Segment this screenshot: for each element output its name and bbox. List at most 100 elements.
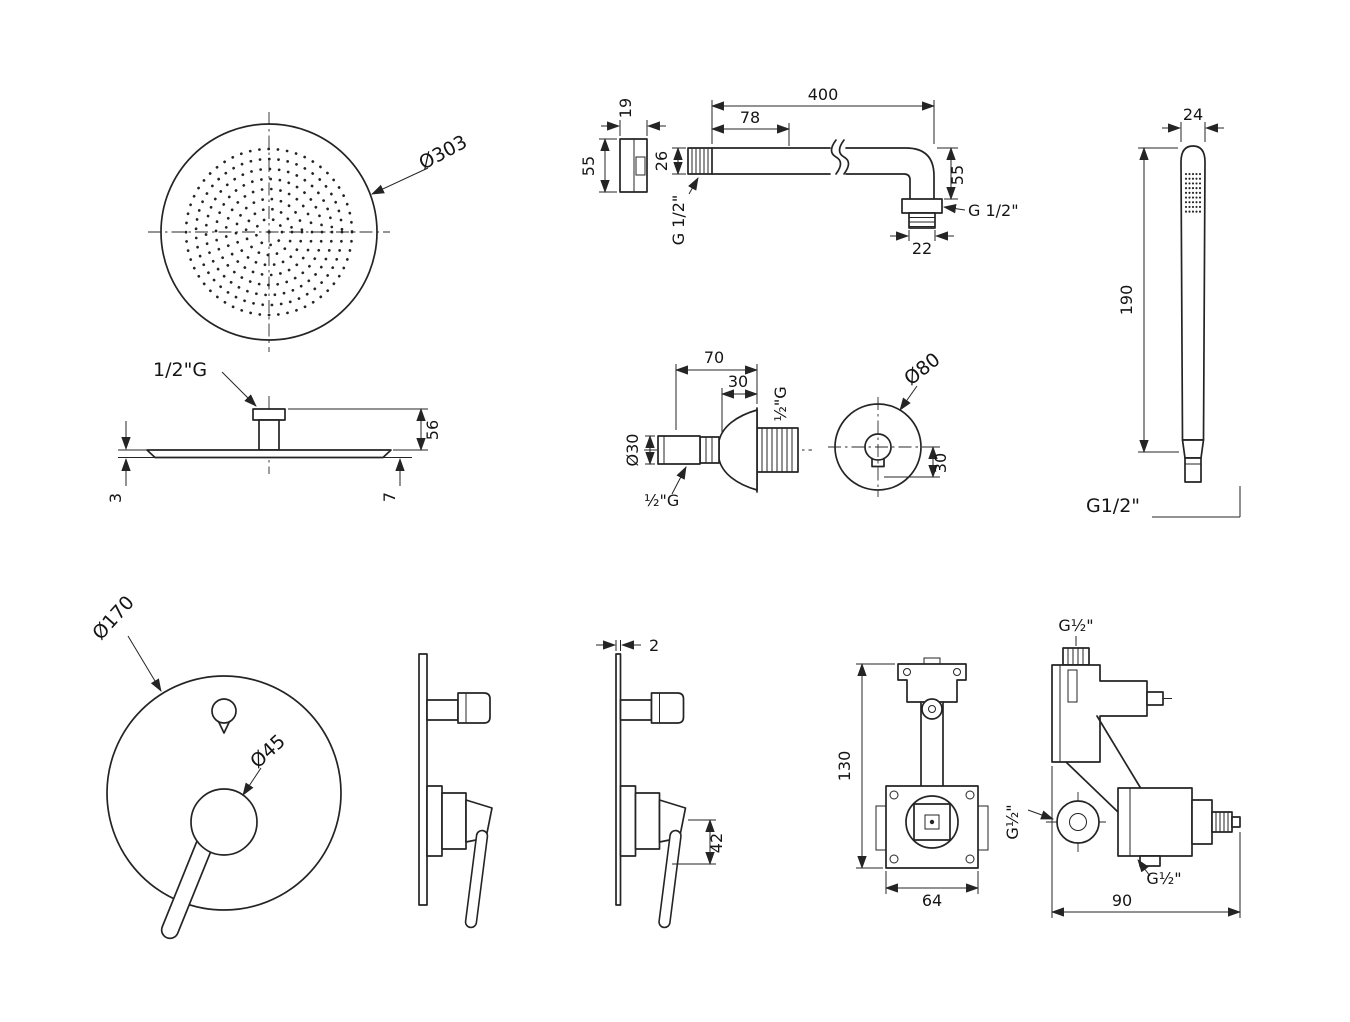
lever-side-a	[426, 785, 493, 929]
trim-plate-front: Ø170 Ø45	[88, 592, 342, 940]
dim-arm-tube-dia: 26	[652, 146, 686, 176]
spray-nozzle-pattern	[184, 147, 354, 317]
valve-side-view: G½"	[1003, 616, 1242, 918]
trim-plate-outline	[106, 675, 342, 911]
dim-arm-escutcheon-depth: 19	[601, 98, 666, 136]
wall-outlet-view: 70 30 ½"G Ø30 ½"G	[623, 348, 812, 510]
trim-side-view-b: 2 42	[596, 636, 726, 929]
dim-escutcheon-offset: 30	[884, 445, 950, 479]
arm-length-label: 400	[808, 85, 839, 104]
edge-thickness-label: 3	[106, 493, 125, 503]
dim-head-diameter: Ø303	[371, 131, 471, 195]
valve-front-view: 130 64	[835, 657, 989, 910]
lever-offset-label: 42	[707, 833, 726, 853]
outlet-nipple-thread-callout: ½"G	[644, 466, 687, 510]
valve-top-thread-label: G½"	[1058, 616, 1093, 635]
wall-plate-b	[615, 653, 622, 906]
dim-arm-straight: 78	[710, 108, 791, 146]
handshower-inlet	[1184, 457, 1202, 483]
diverter-side-b	[619, 692, 685, 724]
showerhead-top-view: Ø303	[148, 112, 471, 352]
valve-side-outlet-boss	[1046, 792, 1110, 852]
arm-outlet-thread	[908, 212, 936, 229]
head-thread-callout: 1/2"G	[153, 359, 257, 407]
arm-tube-dia-label: 26	[652, 151, 671, 171]
dim-handshower-width: 24	[1162, 105, 1224, 142]
escutcheon-center-hole	[864, 433, 892, 461]
dim-trim-dia: Ø170	[88, 592, 162, 692]
diverter-side-a	[426, 692, 491, 724]
dim-arm-length: 400	[710, 85, 936, 144]
head-diameter-label: Ø303	[415, 131, 471, 174]
plate-thickness-label: 7	[380, 492, 399, 502]
stem	[258, 419, 280, 451]
escutcheon-stub	[871, 457, 885, 468]
valve-front-neck	[920, 698, 944, 787]
arm-straight-label: 78	[740, 108, 760, 127]
outlet-wall-thread-label: ½"G	[771, 386, 790, 421]
trim-dia-label: Ø170	[88, 592, 139, 645]
outlet-nipple	[657, 435, 701, 465]
arm-outlet-thread-callout: G 1/2"	[942, 201, 1019, 220]
dim-escutcheon-dia: Ø80	[899, 349, 944, 411]
dim-arm-end-width: 22	[890, 230, 954, 258]
diverter-knob	[190, 788, 258, 856]
handshower-thread-label: G1/2"	[1086, 495, 1140, 517]
outlet-thread-length-label: 30	[728, 372, 748, 391]
escutcheon-offset-label: 30	[931, 453, 950, 473]
arm-wall-escutcheon	[619, 138, 648, 193]
escutcheon-dia-label: Ø80	[900, 349, 944, 390]
trim-side-view-a	[418, 653, 493, 929]
handshower-width-label: 24	[1183, 105, 1203, 124]
valve-front-body	[875, 785, 989, 869]
arm-flange-height-label: 55	[579, 156, 598, 176]
dim-knob-dia: Ø45	[242, 730, 290, 796]
handshower-length-label: 190	[1117, 285, 1136, 316]
valve-width-label: 64	[922, 891, 942, 910]
dim-valve-depth: 90	[1050, 766, 1242, 918]
dim-valve-height: 130	[835, 662, 895, 870]
outlet-body	[657, 407, 799, 493]
dim-valve-width: 64	[884, 871, 980, 910]
arm-end-width-label: 22	[912, 239, 932, 258]
dim-outlet-depth: 70	[674, 348, 759, 430]
arm-drop-label: 55	[948, 165, 967, 185]
outlet-wall-thread-callout: ½"G	[771, 386, 790, 421]
valve-side-thread-callout-bottom: G½"	[1137, 859, 1182, 888]
dim-head-height: 56	[288, 407, 442, 452]
valve-side-housing	[1051, 664, 1172, 763]
arm-wall-thread-callout: G 1/2"	[669, 177, 699, 245]
valve-side-inlet: G½"	[1058, 616, 1094, 666]
nipple-dia-label: Ø30	[623, 434, 642, 467]
shower-arm-view: 19 55 400	[579, 85, 1019, 258]
dim-nipple-dia: Ø30	[623, 434, 655, 467]
valve-side-thread-label: G½"	[1003, 804, 1022, 839]
handshower-thread-callout: G1/2"	[1086, 486, 1241, 518]
spray-face-dots	[1184, 172, 1202, 214]
showerhead-outline	[160, 123, 378, 341]
handshower-cone	[1181, 439, 1205, 459]
lever-side-b	[619, 785, 687, 929]
outlet-neck	[699, 436, 720, 464]
dim-edge-thickness: 3	[106, 421, 155, 503]
arm-body	[687, 139, 943, 229]
dim-plate-thickness: 7	[380, 457, 412, 502]
arm-nut	[901, 198, 943, 214]
dim-arm-escutcheon-height: 55	[579, 137, 617, 194]
nipple-thread-label: ½"G	[644, 491, 679, 510]
arm-outlet-thread-label: G 1/2"	[968, 201, 1019, 220]
valve-side-thread-callout-left: G½"	[1003, 804, 1054, 840]
dim-lever-offset: 42	[672, 818, 726, 866]
lever-handle	[160, 836, 214, 940]
valve-height-label: 130	[835, 751, 854, 782]
valve-side-diagonal	[1065, 715, 1144, 813]
head-height-label: 56	[423, 420, 442, 440]
valve-side-cartridge	[1117, 787, 1241, 867]
outlet-escutcheon-front: Ø80 30	[828, 349, 950, 497]
valve-bottom-thread-label: G½"	[1146, 869, 1181, 888]
dim-handshower-length: 190	[1117, 146, 1179, 454]
showerhead-side-view: 1/2"G 56 7 3	[106, 359, 442, 503]
outlet-depth-label: 70	[704, 348, 724, 367]
arm-flange-depth-label: 19	[616, 98, 635, 118]
